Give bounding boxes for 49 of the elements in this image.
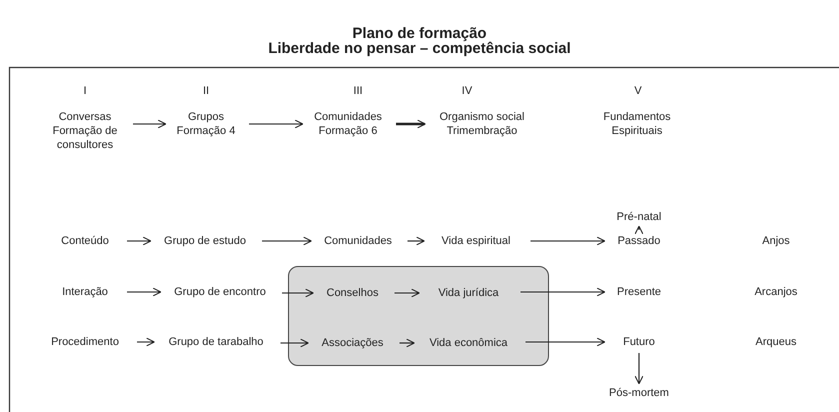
arrow bbox=[526, 337, 606, 347]
node-text: Conversas Formação de consultores bbox=[43, 109, 127, 153]
column-numeral: V bbox=[633, 84, 643, 98]
arrow bbox=[127, 287, 162, 297]
arrow bbox=[634, 353, 644, 384]
node-text: Futuro bbox=[608, 334, 670, 350]
node-text: Associações bbox=[312, 335, 394, 351]
node-text: Comunidades bbox=[314, 233, 402, 249]
arrow bbox=[634, 226, 644, 235]
row-label: Anjos bbox=[761, 234, 791, 248]
column-numeral: III bbox=[352, 84, 364, 98]
column-numeral: I bbox=[82, 84, 88, 98]
node-text: Vida jurídica bbox=[422, 285, 514, 301]
node-text: Grupo de encontro bbox=[164, 284, 276, 300]
arrow bbox=[262, 236, 312, 246]
node-text: Vida espiritual bbox=[428, 233, 524, 249]
arrow bbox=[394, 288, 420, 298]
arrow bbox=[249, 119, 304, 129]
node-text: Pós-mortem bbox=[598, 385, 680, 401]
arrow bbox=[520, 287, 606, 297]
node-text: Conselhos bbox=[316, 285, 388, 301]
node-text: Vida econômica bbox=[418, 335, 520, 351]
node-text: Conteúdo bbox=[49, 233, 121, 249]
node-text: Grupo de tarabalho bbox=[158, 334, 274, 350]
column-numeral: II bbox=[202, 84, 210, 98]
node-text: Comunidades Formação 6 bbox=[306, 109, 390, 139]
title: Plano de formação bbox=[351, 25, 487, 42]
arrow bbox=[400, 338, 415, 348]
column-heading: Fundamentos Espirituais bbox=[602, 110, 672, 138]
row-label: Arqueus bbox=[754, 335, 798, 349]
node-text: Procedimento bbox=[39, 334, 131, 350]
arrow bbox=[280, 338, 309, 348]
arrow bbox=[133, 119, 166, 129]
node-text: Interação bbox=[49, 284, 121, 300]
arrow bbox=[396, 119, 426, 129]
arrow bbox=[137, 337, 155, 347]
node-text: Grupos Formação 4 bbox=[169, 109, 243, 139]
arrow bbox=[408, 236, 425, 246]
arrow bbox=[127, 236, 152, 246]
node-text: Grupo de estudo bbox=[154, 233, 256, 249]
arrow bbox=[282, 288, 314, 298]
column-numeral: IV bbox=[460, 84, 474, 98]
node-text: Presente bbox=[608, 284, 670, 300]
node-text: Pré-natal bbox=[603, 209, 675, 225]
node-text: Passado bbox=[608, 233, 670, 249]
row-label: Arcanjos bbox=[754, 285, 798, 299]
node-text: Organismo social Trimembração bbox=[428, 109, 536, 139]
grouping-box bbox=[288, 266, 548, 366]
arrow bbox=[530, 236, 606, 246]
